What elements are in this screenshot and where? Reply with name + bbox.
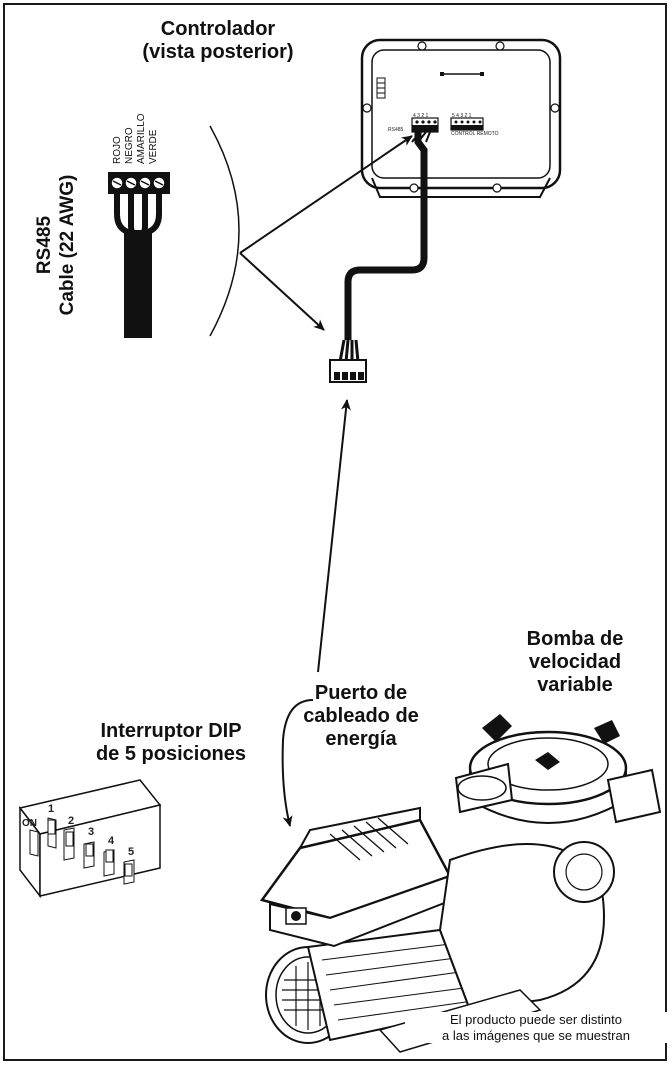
wire-color-red: ROJO: [112, 136, 123, 164]
remote-control-label: CONTROL REMOTO: [451, 131, 499, 137]
controller-title: Controlador (vista posterior): [142, 18, 294, 63]
callout-lines: [209, 125, 413, 827]
remote-terminal-block: [450, 117, 484, 131]
rs485-cable-title: RS485 Cable (22 AWG): [34, 174, 78, 316]
cable-wire-detail: [108, 172, 170, 338]
rs485-pin-numbers: 4 3 2 1: [413, 113, 429, 119]
wire-color-black: NEGRO: [124, 127, 135, 164]
dip-position-5: 5: [128, 846, 135, 858]
dip-switch-graphic: [18, 779, 162, 899]
cable-plug: [329, 339, 367, 383]
page-border: [3, 3, 667, 1061]
wire-color-green: VERDE: [148, 129, 159, 164]
dip-switch-title: Interruptor DIP de 5 posiciones: [95, 720, 247, 765]
controller-back-view: [360, 38, 562, 198]
power-port-title: Puerto de cableado de energía: [303, 682, 419, 750]
product-disclaimer: El producto puede ser distinto a las imá…: [405, 1012, 667, 1044]
dip-position-4: 4: [108, 835, 115, 847]
dip-position-2: 2: [68, 815, 75, 827]
remote-pin-numbers: 5 4 3 2 1: [452, 113, 472, 119]
rs485-cable: [344, 131, 431, 340]
rs485-terminal-block: [411, 117, 439, 133]
pump-title: Bomba de velocidad variable: [526, 628, 624, 696]
variable-speed-pump-graphic: [259, 714, 662, 1053]
wire-color-yellow: AMARILLO: [136, 113, 147, 164]
rs485-port-label: RS485: [388, 127, 404, 133]
dip-position-3: 3: [88, 826, 95, 838]
dip-on-label: ON: [22, 818, 37, 829]
dip-position-1: 1: [48, 803, 55, 815]
controller-side-connector: [376, 77, 386, 99]
